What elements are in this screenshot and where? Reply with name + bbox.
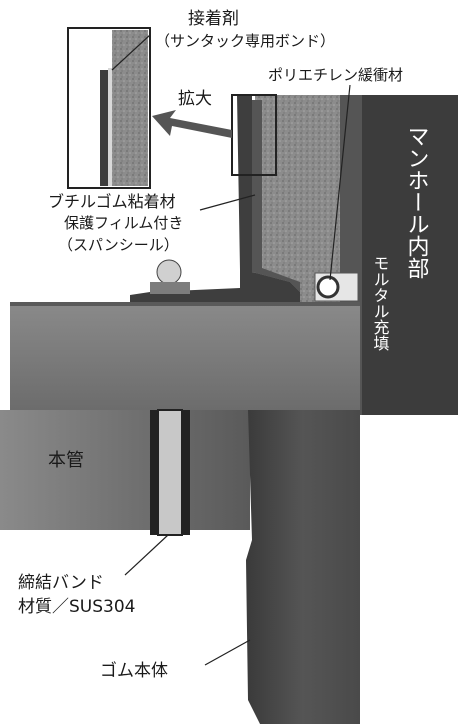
label-polyethylene: ポリエチレン緩衝材 (268, 66, 403, 84)
main-pipe-body (0, 410, 250, 530)
label-manhole-interior: マンホール内部 (404, 125, 429, 279)
band-shadow-right (182, 410, 190, 535)
label-rubber-body: ゴム本体 (100, 660, 168, 681)
band-shadow (150, 410, 158, 535)
leader-rubber (204, 639, 251, 666)
pipe-top-edge (10, 302, 360, 306)
leader-adhesive (111, 34, 151, 71)
fastening-band (157, 409, 183, 536)
leader-butyl (199, 194, 256, 211)
inset-adhesive (108, 68, 112, 186)
butyl-sealant (156, 259, 182, 285)
label-enlarge: 拡大 (178, 89, 212, 109)
manhole-interior-wall (358, 95, 458, 415)
label-adhesive-title: 接着剤 (188, 9, 239, 29)
butyl-base (150, 282, 190, 294)
rubber-flange (130, 95, 300, 302)
label-butyl-1: ブチルゴム粘着材 (48, 192, 176, 211)
pipe-section (10, 302, 360, 410)
label-adhesive-sub: （サンタック専用ボンド） (155, 32, 335, 50)
flange-inner (252, 100, 300, 292)
label-main-pipe: 本管 (48, 450, 84, 471)
label-butyl-2: 保護フィルム付き (64, 214, 183, 232)
label-mortar: モルタル充填 (371, 255, 390, 351)
polyethylene-cushion-core (316, 275, 340, 299)
leader-polyethylene (329, 84, 351, 281)
rubber-body-shape (246, 410, 360, 724)
enlarge-arrow (152, 110, 232, 138)
inset-foam (112, 30, 148, 186)
label-band-1: 締結バンド (18, 573, 104, 593)
leader-band (124, 534, 169, 576)
label-band-2: 材質／SUS304 (18, 597, 135, 617)
label-butyl-3: （スパンシール） (58, 236, 179, 254)
